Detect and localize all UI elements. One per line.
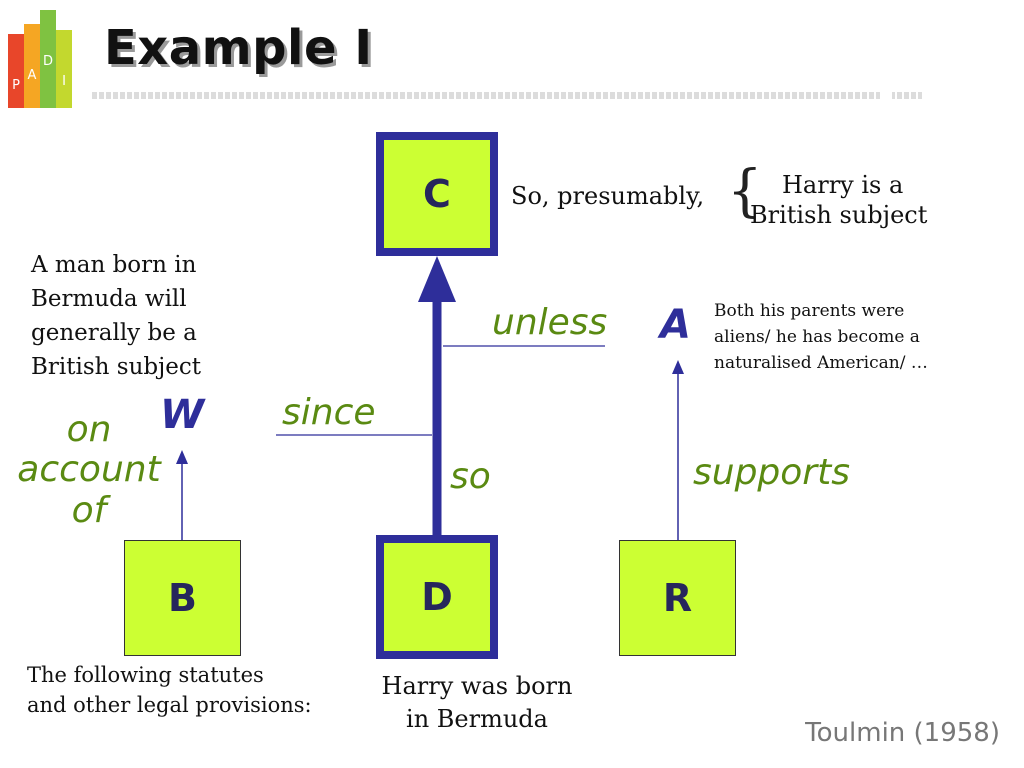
since-label: since [282,392,376,433]
backing-line-2: and other legal provisions: [27,693,312,717]
so-arrow-head [418,256,456,302]
logo-letter-p: P [12,78,20,93]
rebuttal-letter: A [660,302,691,348]
warrant-line-4: British subject [31,354,201,380]
data-text: Harry was born in Bermuda [372,670,582,736]
supports-label: supports [693,452,850,493]
rebuttal-support-box: R [619,540,736,656]
title-rule-gap [880,90,892,101]
claim-line-1: Harry is a [782,171,904,199]
rebuttal-line-3: naturalised American/ … [714,353,928,373]
on-account-of-line-3: of [71,489,107,531]
logo-bar-a: A [24,24,40,108]
backing-text: The following statutes and other legal p… [27,660,312,720]
so-label: so [450,456,491,497]
citation: Toulmin (1958) [805,718,1000,748]
warrant-text: A man born in Bermuda will generally be … [31,248,201,384]
unless-label: unless [492,302,608,343]
claim-prefix: So, presumably, [511,182,705,210]
backing-arrow-head [176,450,188,464]
rebuttal-line-2: aliens/ he has become a [714,327,920,347]
claim-brace: { [727,159,763,224]
claim-text: Harry is a British subject [750,170,927,230]
logo-letter-i: I [62,74,66,89]
logo-bar-p: P [8,34,24,108]
on-account-of-line-1: on [66,409,112,450]
logo-bar-d: D [40,10,56,108]
rebuttal-line-1: Both his parents were [714,301,905,321]
data-box: D [376,535,498,659]
warrant-line-1: A man born in [31,252,197,278]
slide-title: Example I [104,20,373,76]
claim-line-2: British subject [750,201,928,229]
data-line-1: Harry was born [381,672,573,700]
backing-line-1: The following statutes [27,663,264,687]
padi-logo: P A D I [8,8,88,108]
on-account-of-line-2: account [17,449,161,491]
supports-arrow-head [672,360,684,374]
title-rule [92,92,922,99]
rebuttal-text: Both his parents were aliens/ he has bec… [714,298,928,376]
claim-box: C [376,132,498,256]
logo-letter-a: A [27,68,37,83]
warrant-line-3: generally be a [31,320,197,346]
on-account-of-label: on account of [14,409,164,531]
logo-bar-i: I [56,30,72,108]
logo-letter-d: D [42,54,53,69]
data-line-2: in Bermuda [406,705,548,733]
warrant-letter: W [160,392,205,438]
warrant-line-2: Bermuda will [31,286,187,312]
backing-box: B [124,540,241,656]
